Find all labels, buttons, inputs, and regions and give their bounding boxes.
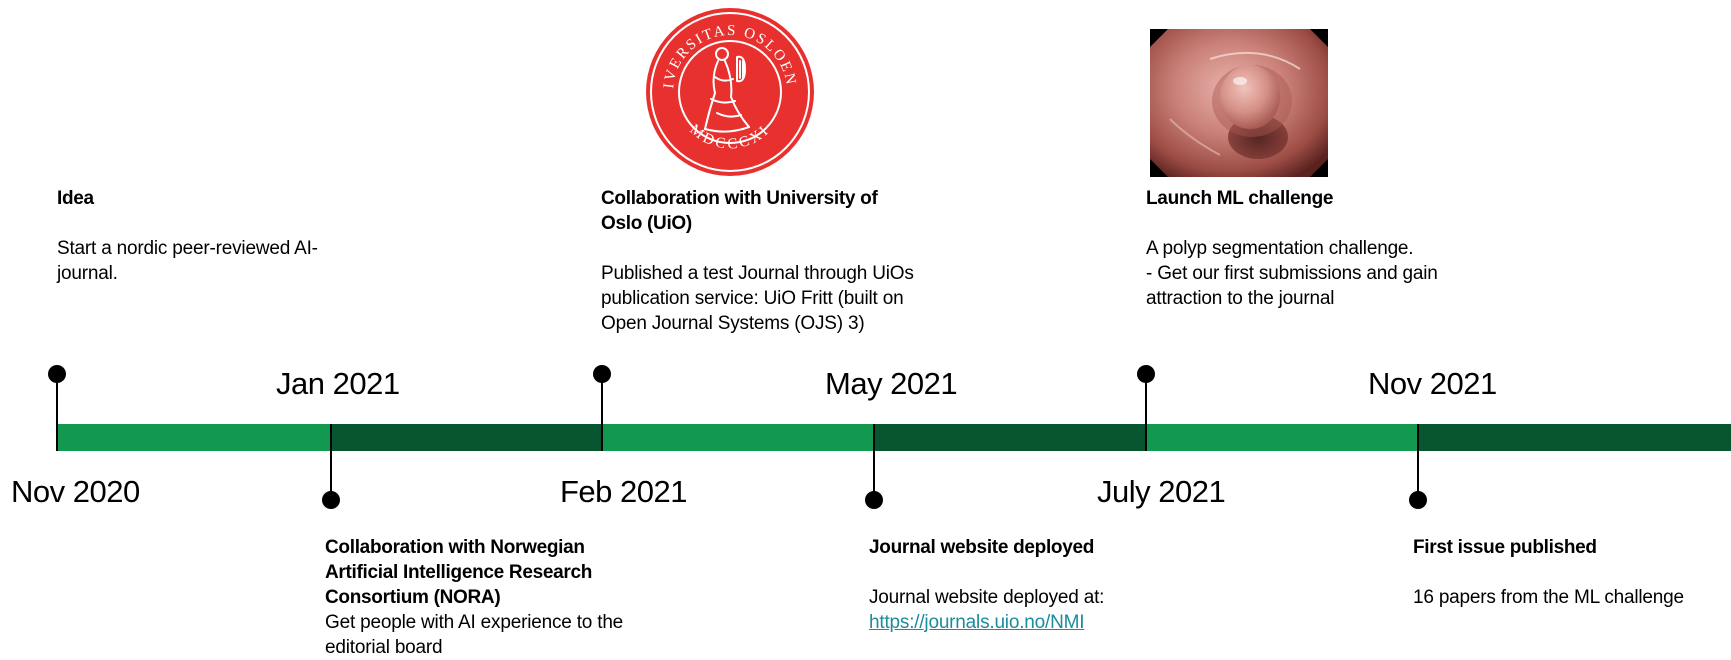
event-desc-first-issue: 16 papers from the ML challenge <box>1413 587 1684 608</box>
event-desc-idea: Start a nordic peer-reviewed AI-journal. <box>57 238 318 284</box>
marker-stem-idea <box>56 374 58 451</box>
timeline-segment-may2021-jul2021 <box>874 424 1146 451</box>
event-uio: Collaboration with University of Oslo (U… <box>601 186 921 336</box>
date-label-may-2021: May 2021 <box>825 366 958 401</box>
event-desc-ml-challenge-line2: - Get our first submissions and gain att… <box>1146 263 1438 309</box>
marker-stem-uio <box>601 374 603 451</box>
marker-stem-nora <box>330 424 332 500</box>
university-of-oslo-seal-icon: UNIVERSITAS OSLOENSIS MDCCCXI <box>639 0 815 177</box>
event-nora: Collaboration with Norwegian Artificial … <box>325 535 640 660</box>
polyp-endoscopy-photo-icon <box>1150 29 1328 177</box>
date-label-feb-2021: Feb 2021 <box>560 474 688 509</box>
marker-stem-website <box>873 424 875 500</box>
date-label-jul-2021: July 2021 <box>1097 474 1226 509</box>
marker-stem-ml <box>1145 374 1147 451</box>
marker-dot-ml <box>1137 365 1155 383</box>
timeline-segment-nov2020-jan2021 <box>57 424 331 451</box>
marker-dot-uio <box>593 365 611 383</box>
event-title-first-issue: First issue published <box>1413 537 1597 558</box>
journal-website-link[interactable]: https://journals.uio.no/NMI <box>869 612 1085 633</box>
date-label-nov-2020: Nov 2020 <box>11 474 140 509</box>
marker-dot-nora <box>322 491 340 509</box>
event-first-issue: First issue published 16 papers from the… <box>1413 535 1731 610</box>
event-desc-ml-challenge-line1: A polyp segmentation challenge. <box>1146 238 1414 259</box>
timeline-segment-nov2021-onward <box>1418 424 1731 451</box>
date-label-jan-2021: Jan 2021 <box>276 366 400 401</box>
event-title-ml-challenge: Launch ML challenge <box>1146 188 1334 209</box>
event-desc-uio: Published a test Journal through UiOs pu… <box>601 263 914 334</box>
event-title-nora: Collaboration with Norwegian Artificial … <box>325 537 593 608</box>
event-desc-website: Journal website deployed at: <box>869 587 1105 608</box>
event-title-website: Journal website deployed <box>869 537 1095 558</box>
marker-dot-issue <box>1409 491 1427 509</box>
event-title-idea: Idea <box>57 188 94 209</box>
timeline-segment-jul2021-nov2021 <box>1146 424 1418 451</box>
marker-stem-issue <box>1417 424 1419 500</box>
marker-dot-website <box>865 491 883 509</box>
event-website: Journal website deployed Journal website… <box>869 535 1189 635</box>
event-idea: Idea Start a nordic peer-reviewed AI-jou… <box>57 186 357 286</box>
marker-dot-idea <box>48 365 66 383</box>
event-ml-challenge: Launch ML challenge A polyp segmentation… <box>1146 186 1456 311</box>
timeline-segment-jan2021-feb2021 <box>331 424 602 451</box>
date-label-nov-2021: Nov 2021 <box>1368 366 1497 401</box>
event-title-uio: Collaboration with University of Oslo (U… <box>601 188 878 234</box>
timeline-segment-feb2021-may2021 <box>602 424 874 451</box>
